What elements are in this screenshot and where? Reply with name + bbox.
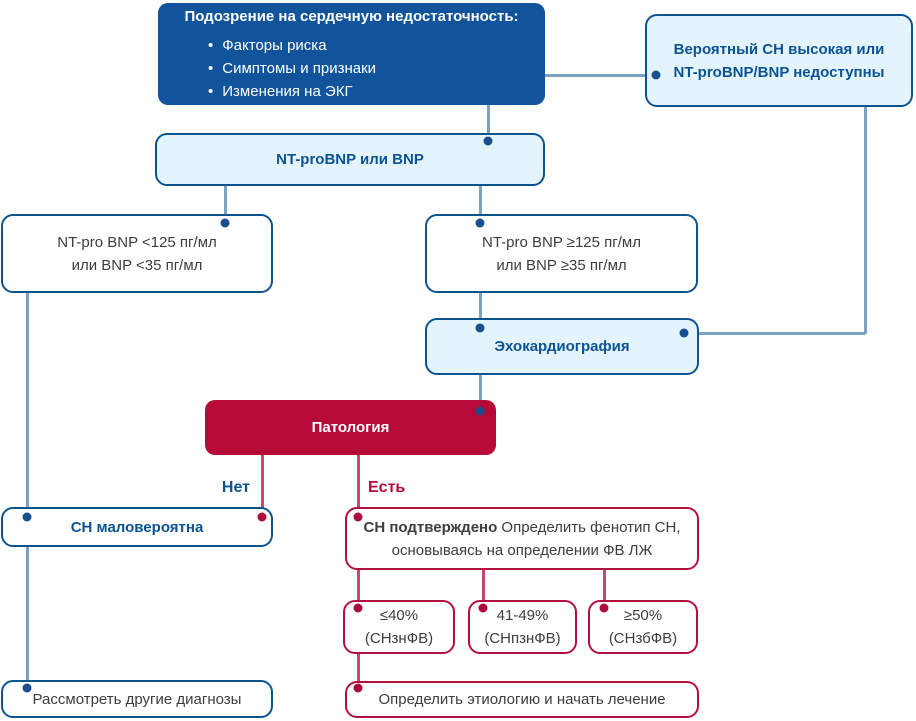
node-etiology-treatment-label: Определить этиологию и начать лечение bbox=[378, 691, 666, 708]
node-hf-confirmed-line2: основываясь на определении ФВ ЛЖ bbox=[391, 541, 653, 559]
connector-ef40-to-etiology bbox=[356, 654, 360, 688]
node-ef-le40-name: (СНзнФВ) bbox=[364, 630, 434, 647]
node-hf-confirmed-line1: СН подтверждено Определить фенотип СН, bbox=[363, 516, 680, 539]
connector-dot bbox=[22, 683, 32, 693]
connector-dot bbox=[599, 603, 609, 613]
edge-label-no: Нет bbox=[221, 479, 250, 496]
node-ntprobnp-label: NT-proBNP или BNP bbox=[276, 151, 424, 168]
connector-dot bbox=[22, 512, 32, 522]
connector-low-to-unlikely bbox=[25, 293, 29, 517]
node-ef-ge50-name: (СНзбФВ) bbox=[608, 630, 678, 647]
bullet-text: Изменения на ЭКГ bbox=[222, 83, 353, 100]
connector-probable-to-echo bbox=[684, 331, 865, 335]
node-echo-label: Эхокардиография bbox=[494, 338, 630, 355]
bullet-item: • Симптомы и признаки bbox=[208, 57, 376, 80]
node-ef-41-49-name: (СНпзнФВ) bbox=[484, 630, 561, 647]
node-ntprobnp-test: NT-proBNP или BNP bbox=[155, 133, 545, 186]
node-probable-line1: Вероятный СН высокая или bbox=[673, 40, 885, 58]
connector-dot bbox=[257, 512, 267, 522]
connector-dot bbox=[475, 323, 485, 333]
connector-confirmed-to-ef40 bbox=[356, 570, 360, 608]
connector-echo-to-pathology bbox=[478, 375, 482, 411]
node-hf-unlikely: СН маловероятна bbox=[1, 507, 273, 547]
connector-dot bbox=[475, 218, 485, 228]
connector-ntprobnp-to-low bbox=[223, 186, 227, 223]
connector-dot bbox=[475, 406, 485, 416]
node-hf-confirmed-rest: Определить фенотип СН, bbox=[497, 518, 681, 536]
connector-dot bbox=[220, 218, 230, 228]
connector-pathology-no bbox=[260, 455, 264, 517]
node-hf-confirmed-bold: СН подтверждено bbox=[363, 518, 498, 536]
connector-dot bbox=[651, 70, 661, 80]
node-ef-41-49-value: 41-49% bbox=[496, 607, 549, 624]
node-pathology: Патология bbox=[205, 400, 496, 455]
bullet-text: Факторы риска bbox=[222, 37, 327, 54]
connector-ntprobnp-to-high bbox=[478, 186, 482, 223]
node-probable-hf: Вероятный СН высокая или NT-proBNP/BNP н… bbox=[645, 14, 913, 107]
node-bnp-low: NT-pro BNP <125 пг/мл или BNP <35 пг/мл bbox=[1, 214, 273, 293]
connector-pathology-yes bbox=[356, 455, 360, 517]
node-ef-le40-value: ≤40% bbox=[379, 607, 419, 624]
node-hf-confirmed: СН подтверждено Определить фенотип СН, о… bbox=[345, 507, 699, 570]
node-ef-ge50-value: ≥50% bbox=[623, 607, 663, 624]
node-bnp-low-line2: или BNP <35 пг/мл bbox=[71, 256, 203, 274]
connector-dot bbox=[353, 603, 363, 613]
node-probable-line2: NT-proBNP/BNP недоступны bbox=[673, 63, 885, 81]
bullet-text: Симптомы и признаки bbox=[222, 60, 377, 77]
node-bnp-high: NT-pro BNP ≥125 пг/мл или BNP ≥35 пг/мл bbox=[425, 214, 698, 293]
connector-confirmed-to-ef4149 bbox=[481, 570, 485, 608]
bullet-item: • Изменения на ЭКГ bbox=[208, 80, 353, 103]
bullet-icon: • bbox=[208, 83, 214, 100]
node-hf-unlikely-label: СН маловероятна bbox=[70, 518, 204, 536]
node-other-diagnoses: Рассмотреть другие диагнозы bbox=[1, 680, 273, 718]
connector-dot bbox=[478, 603, 488, 613]
node-bnp-low-line1: NT-pro BNP <125 пг/мл bbox=[57, 233, 217, 251]
edge-label-yes: Есть bbox=[368, 479, 406, 496]
node-other-diagnoses-label: Рассмотреть другие диагнозы bbox=[32, 690, 242, 708]
node-echocardiography: Эхокардиография bbox=[425, 318, 699, 375]
bullet-icon: • bbox=[208, 37, 214, 54]
connector-dot bbox=[679, 328, 689, 338]
connector-suspicion-to-ntprobnp bbox=[486, 105, 490, 141]
node-etiology-treatment: Определить этиологию и начать лечение bbox=[345, 681, 699, 718]
node-bnp-high-line2: или BNP ≥35 пг/мл bbox=[496, 256, 627, 274]
connector-dot bbox=[353, 512, 363, 522]
bullet-icon: • bbox=[208, 60, 214, 77]
node-suspicion-bullets: • Факторы риска • Симптомы и признаки • … bbox=[208, 34, 376, 103]
connector-high-to-echo bbox=[478, 293, 482, 328]
node-suspicion: Подозрение на сердечную недостаточность:… bbox=[158, 3, 545, 105]
connector-confirmed-to-ef50 bbox=[602, 570, 606, 608]
connector-dot bbox=[483, 136, 493, 146]
connector-probable-down bbox=[863, 107, 867, 334]
node-pathology-label: Патология bbox=[311, 419, 390, 436]
node-bnp-high-line1: NT-pro BNP ≥125 пг/мл bbox=[481, 233, 641, 251]
connector-dot bbox=[353, 683, 363, 693]
node-suspicion-title: Подозрение на сердечную недостаточность: bbox=[184, 8, 519, 25]
connector-unlikely-to-otherdx bbox=[25, 547, 29, 688]
bullet-item: • Факторы риска bbox=[208, 34, 327, 57]
connector-suspicion-to-probable bbox=[545, 73, 656, 77]
